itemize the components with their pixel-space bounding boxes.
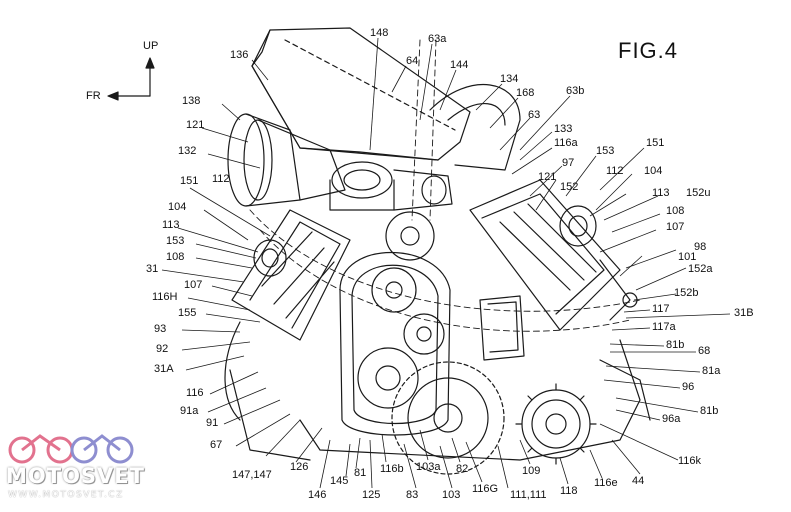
part-label: 112 [606, 165, 624, 177]
watermark-name: MOTOSVET [6, 464, 145, 488]
part-label: 152b [674, 287, 699, 299]
part-label: 116b [380, 463, 404, 475]
part-label: 126 [290, 461, 309, 473]
part-label: 91 [206, 417, 219, 429]
axis-front-label: FR [86, 90, 101, 102]
intake-runner-rear [429, 84, 521, 171]
part-label: 151 [646, 137, 665, 149]
part-label: 101 [678, 251, 697, 263]
intake-duct [227, 113, 346, 207]
part-label: 125 [362, 489, 381, 501]
part-label: 31B [734, 307, 754, 319]
part-label: 116H [152, 291, 178, 303]
crankcase-lower [229, 339, 651, 461]
part-label: 108 [666, 205, 685, 217]
figure-title: FIG.4 [618, 38, 679, 63]
part-label: 97 [562, 157, 575, 169]
part-label: 151 [180, 175, 199, 187]
cylinder-bank-rear [469, 179, 638, 331]
part-label: 117 [652, 303, 670, 315]
part-label: 81b [666, 339, 685, 351]
part-label: 168 [516, 87, 535, 99]
part-label: 31A [154, 363, 174, 375]
part-label: 96 [682, 381, 695, 393]
part-label: 152 [560, 181, 579, 193]
part-label: 82 [456, 463, 469, 475]
part-label: 132 [178, 145, 197, 157]
part-label: 107 [184, 279, 203, 291]
part-label: 148 [370, 27, 389, 39]
part-label: 91a [180, 405, 199, 417]
part-label: 116k [678, 455, 702, 467]
part-label: 98 [694, 241, 707, 253]
axis-up-label: UP [143, 40, 159, 52]
part-label: 116a [554, 137, 578, 149]
part-label: 31 [146, 263, 159, 275]
cylinder-bank-front [224, 209, 351, 421]
part-label: 81 [354, 467, 367, 479]
part-label: 153 [596, 145, 615, 157]
part-label: 93 [154, 323, 167, 335]
part-label: 92 [156, 343, 169, 355]
part-label: 121 [186, 119, 205, 131]
part-label: 63 [528, 109, 541, 121]
part-label: 117a [652, 321, 676, 333]
part-label: 145 [330, 475, 349, 487]
part-label: 121 [538, 171, 557, 183]
part-label: 152u [686, 187, 711, 199]
air-cleaner-box [251, 27, 471, 161]
part-label: 113 [652, 187, 670, 199]
part-label: 116 [186, 387, 204, 399]
part-label: 155 [178, 307, 197, 319]
part-label: 81b [700, 405, 719, 417]
part-label: 144 [450, 59, 469, 71]
part-label: 81a [702, 365, 721, 377]
leader-lines [161, 37, 731, 489]
part-label: 103a [416, 461, 441, 473]
part-label: 153 [166, 235, 185, 247]
part-label: 136 [230, 49, 249, 61]
part-label: 116G [472, 483, 499, 495]
part-label: 147,147 [232, 469, 272, 481]
part-label: 63b [566, 85, 585, 97]
part-label: 104 [644, 165, 663, 177]
part-label: 44 [632, 475, 645, 487]
part-label: 146 [308, 489, 327, 501]
part-label: 67 [210, 439, 223, 451]
hidden-lines [249, 39, 641, 332]
part-label: 116e [594, 477, 618, 489]
part-label: 118 [560, 485, 578, 497]
part-label: 103 [442, 489, 461, 501]
starter-motor [479, 295, 525, 361]
part-label: 152a [688, 263, 713, 275]
throttle-body [329, 161, 453, 211]
output-sprocket [515, 383, 597, 465]
part-label: 112 [212, 173, 230, 185]
watermark-logo [8, 434, 134, 464]
part-label: 68 [698, 345, 711, 357]
part-label: 113 [162, 219, 180, 231]
part-label: 96a [662, 413, 681, 425]
part-label: 109 [522, 465, 541, 477]
part-label: 138 [182, 95, 201, 107]
part-label: 133 [554, 123, 573, 135]
part-label: 111,111 [510, 489, 547, 501]
part-label: 64 [406, 55, 419, 67]
part-label: 107 [666, 221, 685, 233]
part-label: 104 [168, 201, 187, 213]
watermark-url: WWW.MOTOSVET.CZ [8, 490, 124, 500]
cam-drive-cover [339, 252, 451, 436]
part-label: 134 [500, 73, 519, 85]
part-label: 83 [406, 489, 419, 501]
orientation-axes [107, 57, 155, 101]
part-label: 63a [428, 33, 447, 45]
part-label: 108 [166, 251, 185, 263]
